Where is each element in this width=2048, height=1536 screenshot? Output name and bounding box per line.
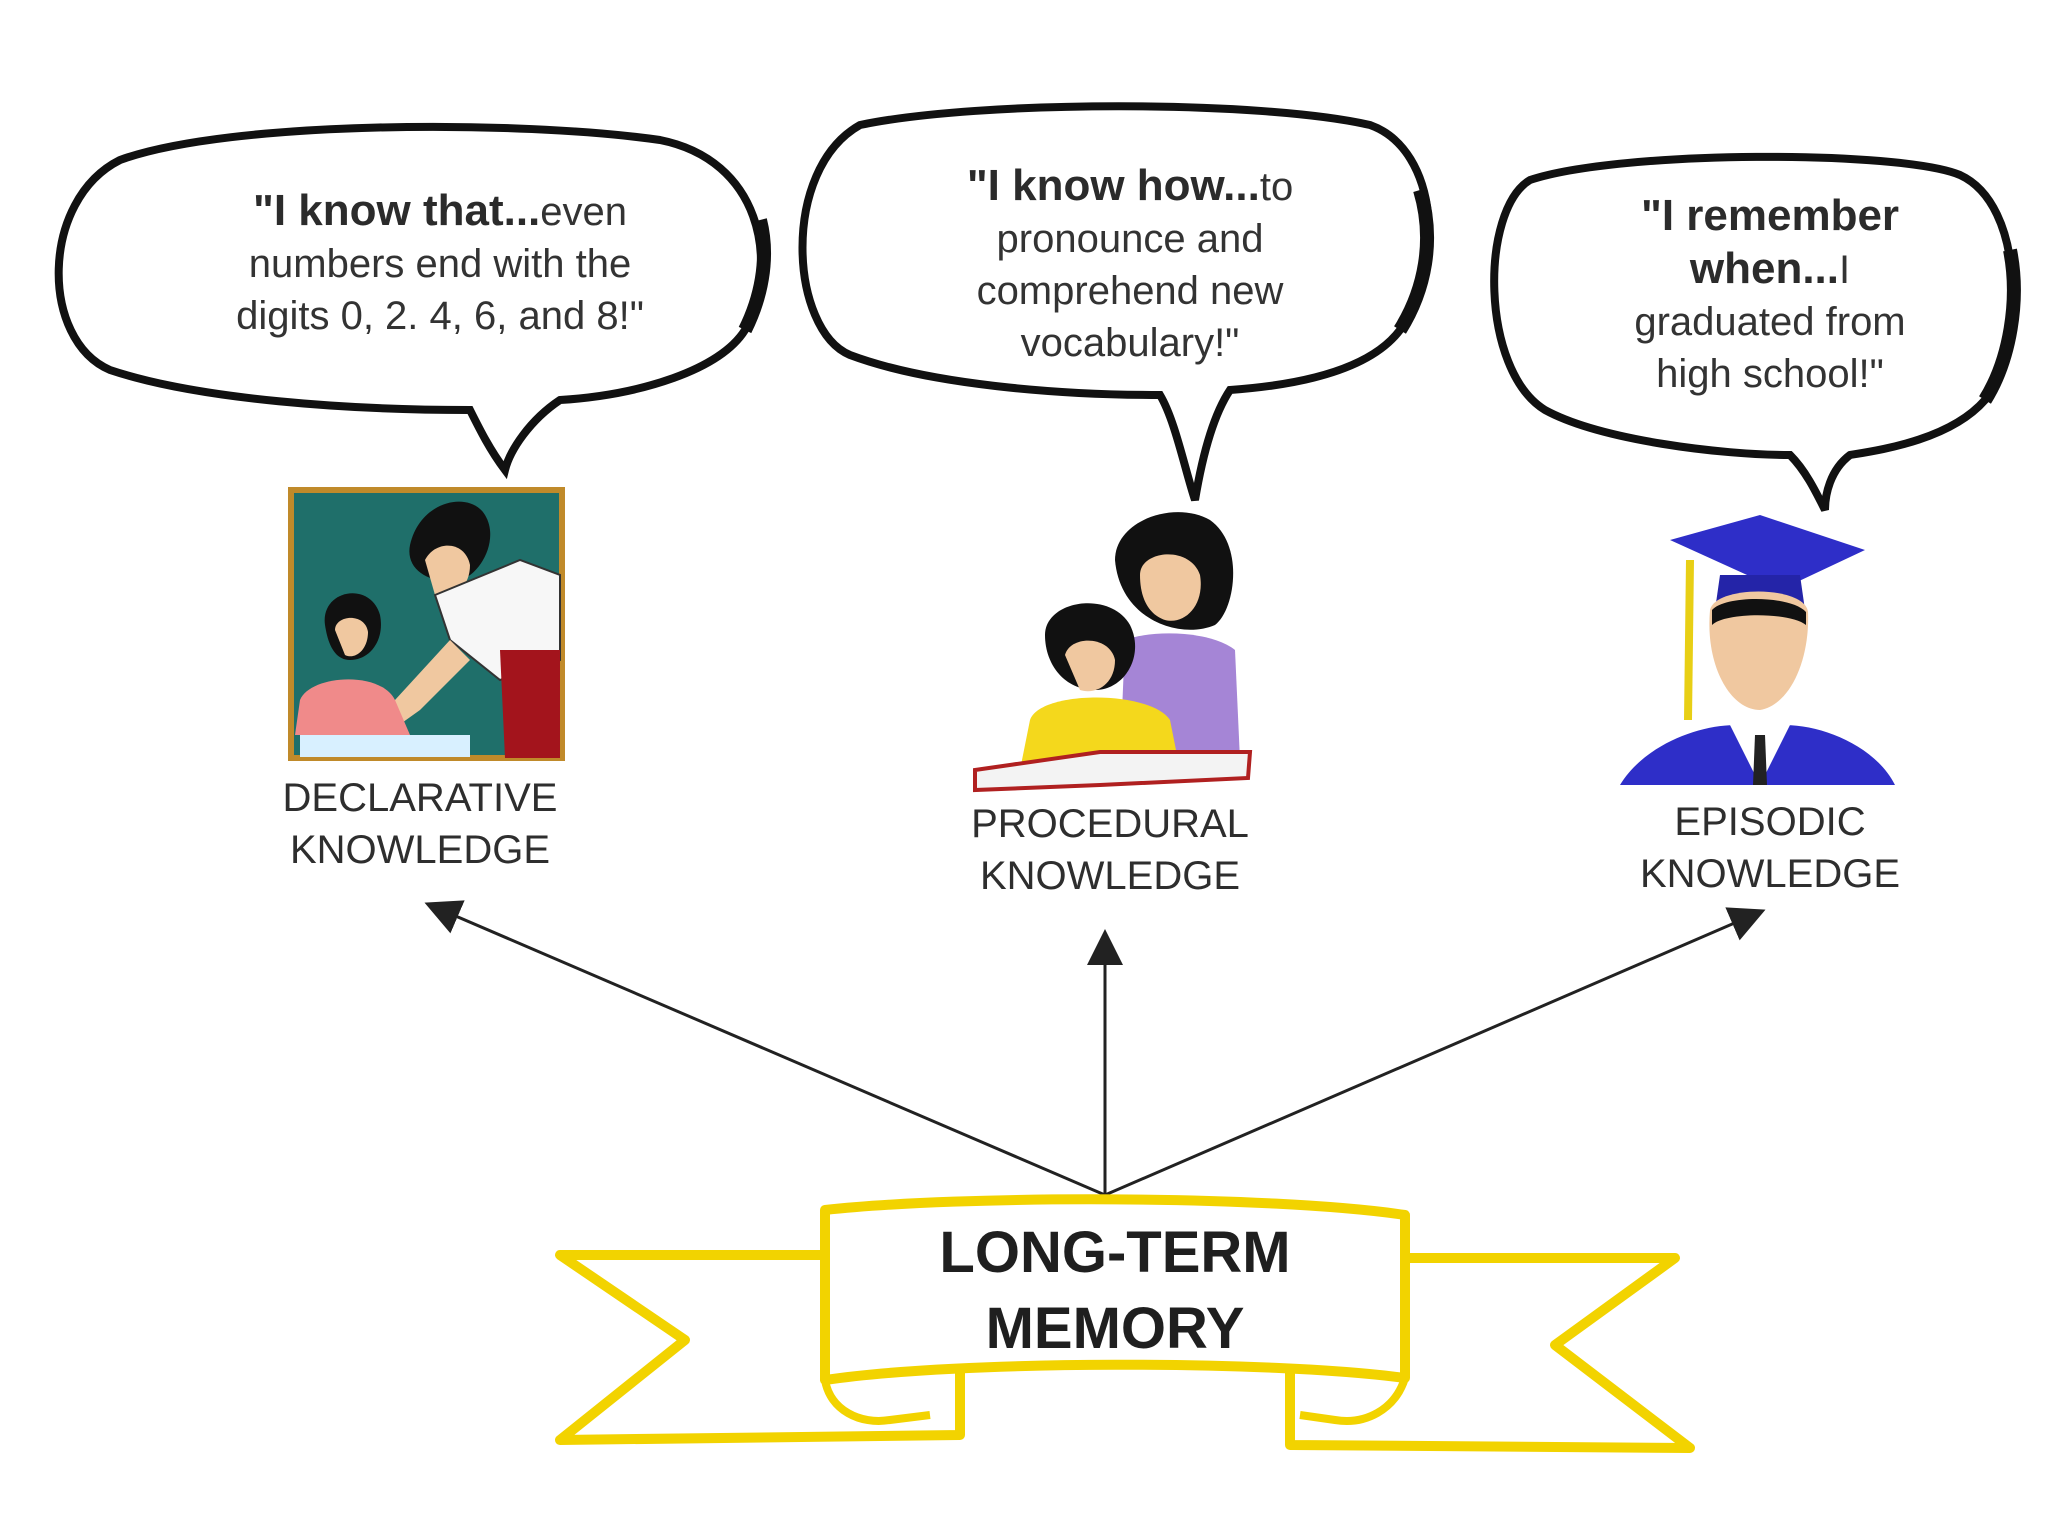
caption-episodic-line-1: EPISODIC: [1600, 796, 1940, 848]
quote-episodic-lead-2: when...: [1690, 244, 1839, 293]
quote-declarative-rest: even: [540, 190, 627, 234]
caption-declarative-line-2: KNOWLEDGE: [250, 824, 590, 876]
quote-procedural-line-1: "I know how...to: [880, 160, 1380, 213]
quote-episodic-line-1: "I remember: [1545, 190, 1995, 243]
quote-declarative-line-1: "I know that...even: [150, 185, 730, 238]
quote-episodic-line-2: when...I: [1545, 243, 1995, 296]
quote-procedural-rest: to: [1260, 165, 1293, 209]
quote-episodic-rest: I: [1839, 248, 1850, 292]
quote-declarative: "I know that...even numbers end with the…: [150, 185, 730, 342]
caption-procedural-line-2: KNOWLEDGE: [940, 850, 1280, 902]
quote-procedural-lead: "I know how...: [967, 161, 1260, 210]
quote-declarative-line-2: numbers end with the: [150, 238, 730, 290]
quote-episodic: "I remember when...I graduated from high…: [1545, 190, 1995, 400]
caption-declarative: DECLARATIVE KNOWLEDGE: [250, 772, 590, 876]
quote-procedural-line-3: comprehend new: [880, 265, 1380, 317]
teacher-student-icon: [291, 490, 562, 758]
quote-declarative-lead: "I know that...: [253, 186, 540, 235]
banner-title-line-2: MEMORY: [870, 1291, 1360, 1367]
caption-episodic-line-2: KNOWLEDGE: [1600, 848, 1940, 900]
caption-episodic: EPISODIC KNOWLEDGE: [1600, 796, 1940, 900]
quote-procedural: "I know how...to pronounce and comprehen…: [880, 160, 1380, 369]
quote-procedural-line-2: pronounce and: [880, 213, 1380, 265]
caption-procedural-line-1: PROCEDURAL: [940, 798, 1280, 850]
quote-procedural-line-4: vocabulary!": [880, 317, 1380, 369]
parent-child-reading-icon: [975, 512, 1250, 790]
quote-declarative-line-3: digits 0, 2. 4, 6, and 8!": [150, 290, 730, 342]
banner-title-line-1: LONG-TERM: [870, 1215, 1360, 1291]
arrow-to-episodic: [1105, 912, 1760, 1195]
arrow-to-declarative: [430, 905, 1105, 1195]
graduate-icon: [1620, 515, 1895, 785]
quote-episodic-line-3: graduated from: [1545, 296, 1995, 348]
banner-title: LONG-TERM MEMORY: [870, 1215, 1360, 1367]
caption-procedural: PROCEDURAL KNOWLEDGE: [940, 798, 1280, 902]
caption-declarative-line-1: DECLARATIVE: [250, 772, 590, 824]
quote-episodic-lead-1: "I remember: [1641, 191, 1899, 240]
quote-episodic-line-4: high school!": [1545, 348, 1995, 400]
